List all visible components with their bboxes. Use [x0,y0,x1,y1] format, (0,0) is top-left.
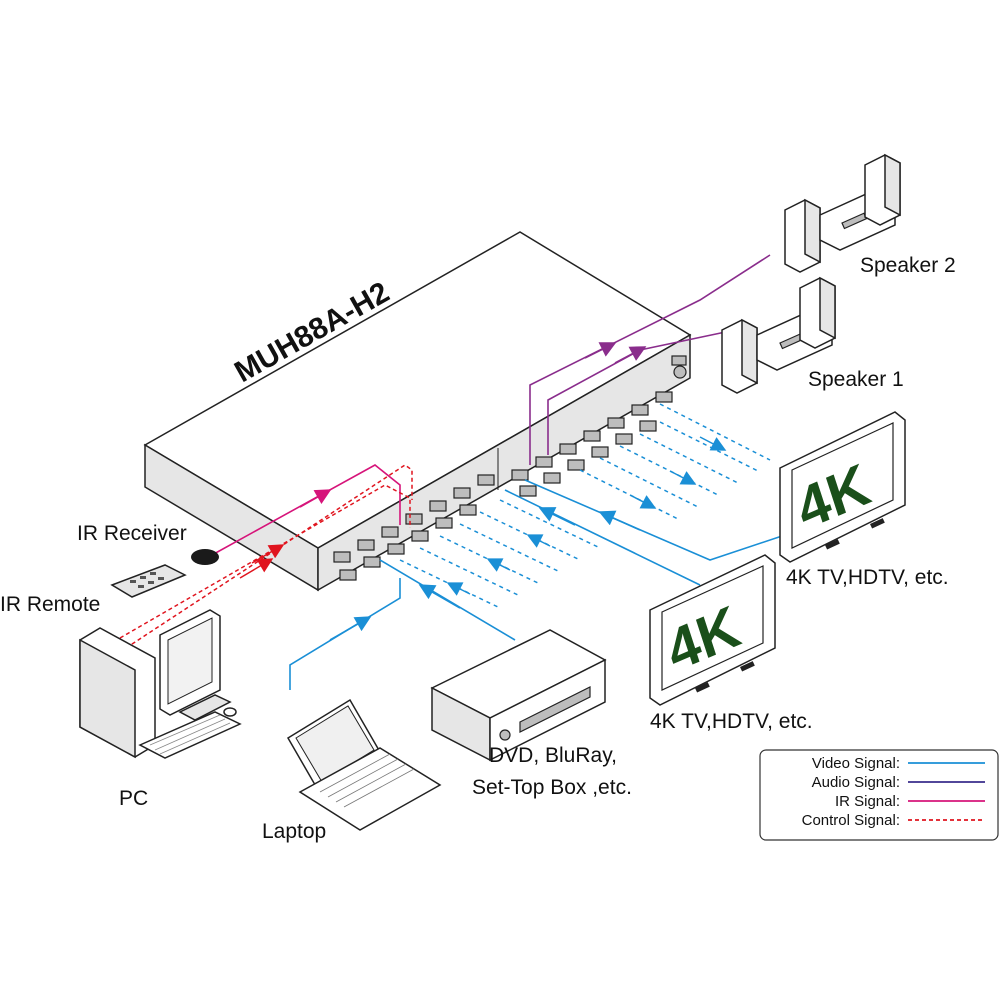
legend-label-video-signal: Video Signal: [812,755,900,772]
dashed-in-4 [459,523,561,573]
dashed-out-1 [579,469,681,521]
tv-bottom: 4K 4K TV,HDTV, etc. [649,554,813,733]
control-arrow-1 [239,558,274,579]
ir-receiver-device: IR Receiver [77,522,219,565]
dashed-out-arrow-3 [699,436,727,451]
control-line-2 [125,464,413,649]
ir-signal-line [211,464,401,556]
ir-signal-arrow [299,489,332,508]
dashed-in-1 [399,559,501,609]
audio-line-speaker1 [547,329,736,455]
audio-arrow-speaker1 [614,346,647,364]
speaker-1: Speaker 1 [721,276,904,394]
pc-label: PC [119,787,148,810]
control-arrow-2 [251,544,285,564]
laptop-video-line [289,578,401,690]
video-output-dashed-arrows [629,436,727,509]
tv-top-video-arrow [598,510,641,531]
ir-remote-label: IR Remote [0,593,100,616]
audio-arrow-speaker2 [584,342,617,359]
input-ports [333,474,495,581]
dashed-in-6 [499,499,601,549]
ir-remote-device: IR Remote [0,564,187,616]
video-signal-lines [289,479,786,690]
video-input-dashed-arrows [446,534,551,596]
control-signal-lines [119,464,413,649]
video-output-dashed [579,403,771,521]
dashed-out-5 [659,421,761,473]
legend-label-ir-signal: IR Signal: [835,793,900,810]
dashed-in-arrow-1 [446,582,471,596]
legend-label-audio-signal: Audio Signal: [812,774,900,791]
dvd-video-arrow [418,584,461,609]
matrix-switcher: MUH88A-H2 [143,231,692,592]
ir-receiver-label: IR Receiver [77,522,187,545]
output-ports [511,355,687,497]
pc-device: PC [79,609,242,810]
audio-signal-lines [529,254,771,465]
dvd-device: DVD, BluRay, Set-Top Box ,etc. [430,629,632,799]
dashed-out-4 [639,433,741,485]
video-input-dashed [399,499,601,609]
speaker2-label: Speaker 2 [860,254,956,277]
control-signal-arrows [239,544,285,579]
legend: Video Signal: Audio Signal: IR Signal: Cont… [759,749,999,841]
tv-bottom-video-line [504,489,701,586]
laptop-device: Laptop [262,698,442,843]
dashed-in-2 [419,547,521,597]
tv-top-video-line [524,479,786,561]
dashed-out-arrow-2 [669,470,697,485]
speaker1-label: Speaker 1 [808,368,904,391]
dashed-out-arrow-1 [629,494,657,509]
dashed-in-arrow-3 [526,534,551,548]
laptop-label: Laptop [262,820,326,843]
laptop-video-arrow [329,616,372,641]
legend-label-control-signal: Control Signal: [802,812,900,829]
dvd-label-line1: DVD, BluRay, [489,744,617,767]
speaker-2: Speaker 2 [784,153,956,277]
dashed-in-3 [439,535,541,585]
dashed-out-3 [619,445,721,497]
tv-top: 4K 4K TV,HDTV, etc. [779,411,949,589]
tv-bottom-label: 4K TV,HDTV, etc. [650,710,813,733]
dashed-in-5 [479,511,581,561]
dashed-out-2 [599,457,701,509]
tv-bottom-video-arrow [538,507,576,526]
dvd-label-line2: Set-Top Box ,etc. [472,776,632,799]
tv-top-label: 4K TV,HDTV, etc. [786,566,949,589]
dashed-in-arrow-2 [486,558,511,572]
ir-receiver-line [211,464,401,556]
